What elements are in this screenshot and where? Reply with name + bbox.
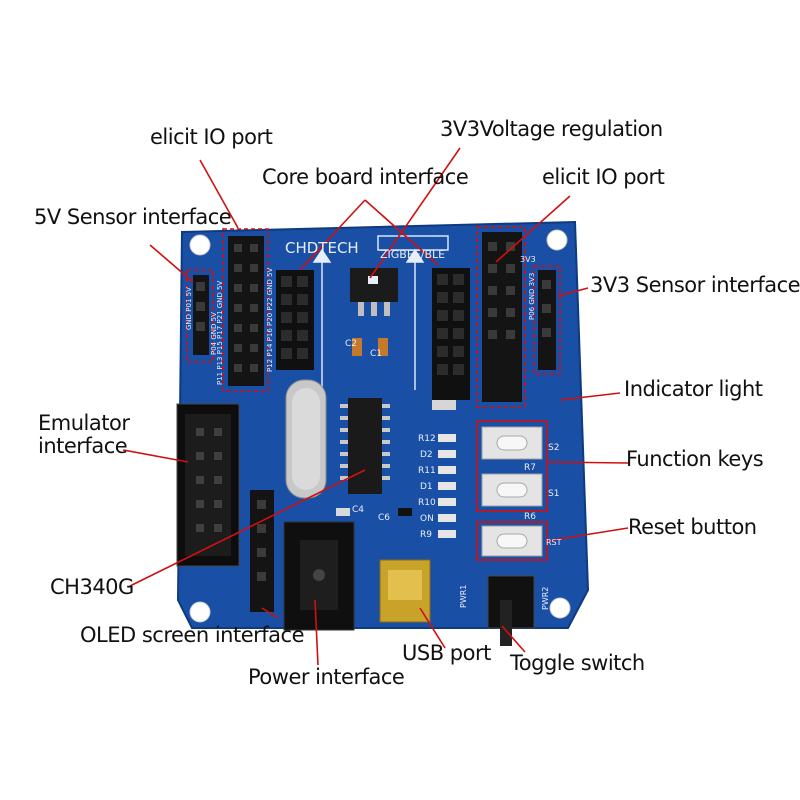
label-ch340g: CH340G: [50, 575, 134, 599]
oled-header: [250, 490, 274, 612]
s2-text: S2: [548, 443, 559, 453]
label-3v3-sensor-interface: 3V3 Sensor interface: [590, 273, 800, 297]
label-indicator-light: Indicator light: [624, 377, 763, 401]
c2-text: C2: [345, 339, 357, 349]
reset-button-part: [481, 525, 543, 557]
c6-text: C6: [378, 513, 390, 523]
silk-arrows: [312, 235, 449, 390]
label-toggle-switch: Toggle switch: [510, 651, 645, 675]
silkscreen-text: CHDTECH ZIGBEE/BLE P12 P14 P16 P20 P22 G…: [185, 239, 562, 610]
on-text: ON: [420, 514, 434, 524]
label-function-keys: Function keys: [626, 447, 764, 471]
power-jack: [283, 521, 355, 631]
brand-text: CHDTECH: [285, 239, 359, 257]
label-reset-button: Reset button: [628, 515, 757, 539]
r9-text: R9: [420, 530, 432, 540]
label-oled-screen-interface: OLED screen interface: [80, 623, 305, 647]
label-core-board-interface: Core board interface: [262, 165, 469, 189]
label-elicit-io-right: elicit IO port: [542, 165, 665, 189]
indicator-leds: [438, 434, 456, 538]
label-5v-sensor-interface: 5V Sensor interface: [34, 205, 232, 229]
left-io-header: [228, 236, 264, 386]
s1-text: S1: [548, 489, 559, 499]
r6-text: R6: [524, 512, 536, 522]
function-keys: [481, 426, 543, 507]
model-text: ZIGBEE/BLE: [380, 248, 445, 261]
c1-text: C1: [370, 349, 382, 359]
pwr2-text: PWR2: [541, 587, 550, 610]
voltage-regulator-chip: [350, 268, 398, 316]
core-socket-left: [276, 270, 314, 370]
label-usb-port: USB port: [402, 641, 491, 665]
crystal-oscillator: [285, 379, 327, 499]
sensor5v-pins-text: P04 GND 5V: [210, 312, 218, 355]
core-socket-right: [432, 268, 470, 400]
right-sensor-pins-text: P06 GND 3V3: [528, 273, 536, 320]
right-io-header: [482, 232, 522, 402]
r11-text: R11: [418, 466, 436, 476]
small-components: [336, 338, 456, 516]
v3-text: 3V3: [520, 255, 536, 264]
ch340g-chip: [340, 398, 390, 494]
label-power-interface: Power interface: [248, 665, 405, 689]
sensor-5v-header: [193, 275, 209, 355]
left-pins-text-2: P11 P13 P15 P17 P21 GND 5V: [216, 281, 224, 385]
sensor5v-pins-text-2: GND P01 5V: [185, 287, 193, 330]
emulator-connector: [176, 403, 240, 567]
r7-text: R7: [524, 463, 536, 473]
label-elicit-io-left: elicit IO port: [150, 125, 273, 149]
highlight-boxes: [186, 226, 561, 561]
label-emulator-interface: Emulator interface: [38, 411, 130, 459]
d2-text: D2: [420, 450, 433, 460]
label-voltage-regulation: 3V3Voltage regulation: [440, 117, 663, 141]
r12-text: R12: [418, 434, 436, 444]
left-pins-text: P12 P14 P16 P20 P22 GND 5V: [266, 268, 274, 372]
rst-text: RST: [546, 538, 562, 547]
c4-text: C4: [352, 505, 364, 515]
sensor-3v3-header: [538, 270, 556, 370]
leader-lines: [122, 147, 629, 666]
pwr1-text: PWR1: [459, 585, 468, 608]
d1-text: D1: [420, 482, 433, 492]
r10-text: R10: [418, 498, 436, 508]
